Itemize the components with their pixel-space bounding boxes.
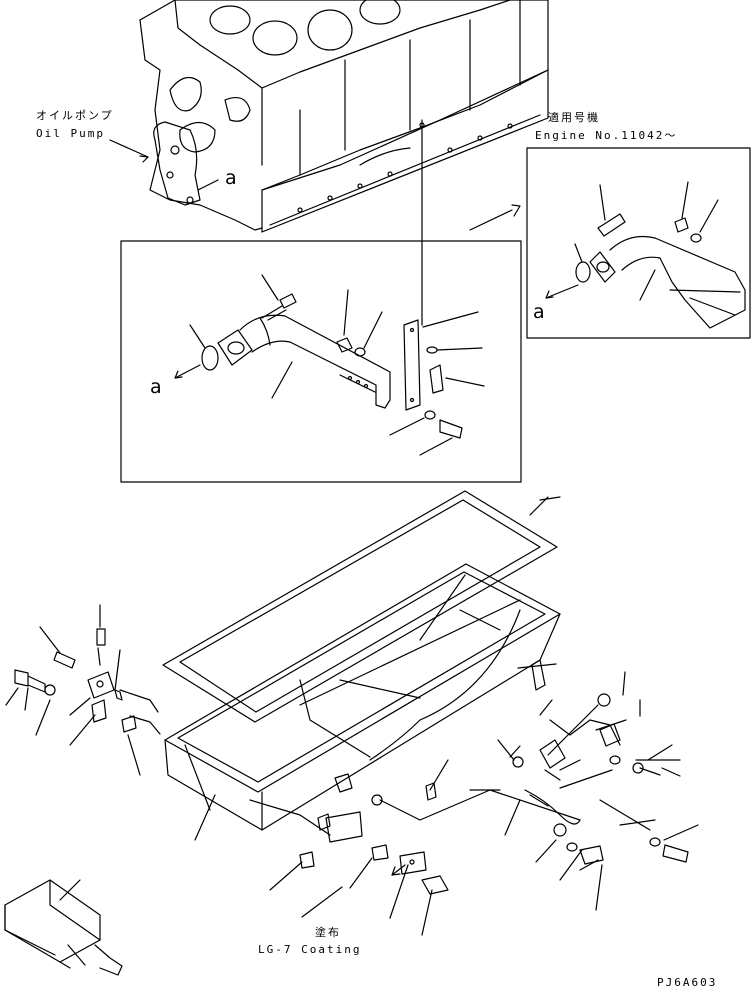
pipe-assembly-center (175, 275, 484, 455)
bottom-parts (270, 760, 580, 935)
coating-label-jp: 塗布 (315, 926, 341, 939)
left-cluster (6, 605, 215, 840)
callout-a-variant: a (533, 301, 545, 323)
gasket (163, 491, 560, 722)
callout-a-center: a (150, 376, 162, 398)
drawing-code: PJ6A603 (657, 976, 718, 989)
oil-pump (110, 122, 218, 205)
engine-no-label-jp: 適用号機 (548, 111, 600, 124)
oil-pan (165, 564, 560, 835)
detail-frame (121, 241, 521, 482)
engine-no-label-en: Engine No.11042～ (535, 129, 678, 142)
coating-label-en: LG-7 Coating (258, 943, 362, 956)
pipe-assembly-variant (546, 182, 745, 328)
callout-a-top: a (225, 167, 237, 189)
oil-pump-label-jp: オイルポンプ (36, 109, 114, 122)
right-cluster (470, 660, 698, 910)
engine-block (140, 0, 548, 232)
variant-frame (527, 148, 750, 338)
housing-part (5, 880, 122, 975)
oil-pump-label-en: Oil Pump (36, 127, 105, 140)
arrow-to-variant (470, 210, 512, 230)
